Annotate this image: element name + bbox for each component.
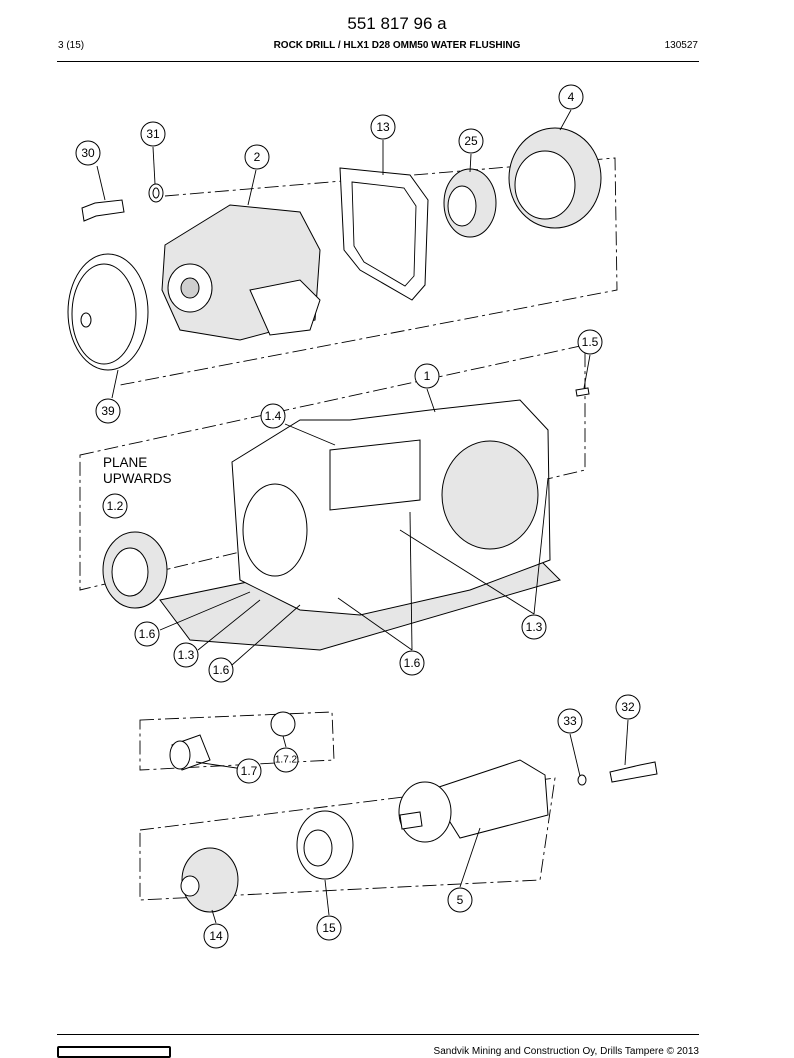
svg-text:14: 14 <box>209 929 223 943</box>
svg-text:1.4: 1.4 <box>265 409 282 423</box>
callout-1-4: 1.4 <box>260 403 286 429</box>
svg-text:1.7.2: 1.7.2 <box>275 755 298 766</box>
svg-text:31: 31 <box>146 127 160 141</box>
callout-2: 2 <box>244 144 270 170</box>
gear-bore <box>514 150 576 220</box>
callout-1-5: 1.5 <box>577 329 603 355</box>
svg-text:1.3: 1.3 <box>178 648 195 662</box>
callout-33: 33 <box>557 708 583 734</box>
callout-39: 39 <box>95 398 121 424</box>
callout-1-6-right: 1.6 <box>399 650 425 676</box>
svg-text:1.6: 1.6 <box>139 627 156 641</box>
motor-flange <box>398 781 452 843</box>
callout-30: 30 <box>75 140 101 166</box>
header-rule <box>57 61 699 62</box>
hydraulic-motor-part <box>429 759 549 839</box>
cradle-front-bore <box>242 483 308 577</box>
drive-gear-hub <box>180 875 200 897</box>
cover-hole <box>80 312 92 328</box>
svg-text:30: 30 <box>81 146 95 160</box>
callout-1-2: 1.2 <box>102 493 128 519</box>
gasket-part <box>339 167 429 301</box>
svg-text:1.6: 1.6 <box>213 663 230 677</box>
svg-text:13: 13 <box>376 120 390 134</box>
callout-13: 13 <box>370 114 396 140</box>
drive-gear-part <box>181 847 239 913</box>
screw-part <box>609 761 658 783</box>
spacer-bore <box>303 829 333 867</box>
small-washer-part <box>577 774 587 786</box>
svg-text:5: 5 <box>457 893 464 907</box>
sleeve-frame <box>139 711 335 771</box>
svg-text:1.6: 1.6 <box>404 656 421 670</box>
svg-text:1.7: 1.7 <box>241 764 258 778</box>
document-title: ROCK DRILL / HLX1 D28 OMM50 WATER FLUSHI… <box>273 40 521 51</box>
callout-25: 25 <box>458 128 484 154</box>
bushing-bore <box>111 547 149 597</box>
document-number: 551 817 96 a <box>347 14 447 33</box>
svg-text:1.3: 1.3 <box>526 620 543 634</box>
bolt-part <box>81 199 125 222</box>
cover-inner <box>71 263 137 365</box>
document-code: 130527 <box>664 40 698 51</box>
svg-text:1: 1 <box>424 369 431 383</box>
motor-shaft <box>399 811 423 830</box>
svg-text:15: 15 <box>322 921 336 935</box>
svg-text:1.5: 1.5 <box>582 335 599 349</box>
svg-text:25: 25 <box>464 134 478 148</box>
plane-label-line2: UPWARDS <box>103 471 172 486</box>
bearing-bore <box>447 185 477 227</box>
callout-1-7-2: 1.7.2 <box>273 747 299 773</box>
callout-1-6-left: 1.6 <box>134 621 160 647</box>
svg-text:39: 39 <box>101 404 115 418</box>
housing-fitting <box>249 279 321 336</box>
callout-15: 15 <box>316 915 342 941</box>
sandvik-logo <box>57 1046 171 1058</box>
leader-lines <box>96 109 629 924</box>
svg-text:4: 4 <box>568 90 575 104</box>
svg-text:32: 32 <box>621 700 635 714</box>
svg-text:2: 2 <box>254 150 261 164</box>
ring-part <box>270 711 296 737</box>
footer-copyright: Sandvik Mining and Construction Oy, Dril… <box>433 1046 699 1057</box>
callout-1-3-right: 1.3 <box>521 614 547 640</box>
callout-1-6-center: 1.6 <box>208 657 234 683</box>
callout-1-3-left: 1.3 <box>173 642 199 668</box>
plane-label-line1: PLANE <box>103 455 148 470</box>
cradle-rear-bore <box>441 440 539 550</box>
callout-1-7: 1.7 <box>236 758 262 784</box>
cradle-top-slot <box>329 439 421 511</box>
callout-1: 1 <box>414 363 440 389</box>
footer-rule <box>57 1034 699 1035</box>
callout-4: 4 <box>558 84 584 110</box>
pin-part <box>575 387 590 397</box>
callout-32: 32 <box>615 694 641 720</box>
housing-bore <box>180 277 200 299</box>
page-number: 3 (15) <box>58 40 85 51</box>
washer-hole <box>152 187 160 199</box>
callout-5: 5 <box>447 887 473 913</box>
callout-31: 31 <box>140 121 166 147</box>
sleeve-face <box>169 740 191 770</box>
callout-14: 14 <box>203 923 229 949</box>
svg-text:1.2: 1.2 <box>107 499 124 513</box>
gasket-inner <box>351 181 417 287</box>
svg-text:33: 33 <box>563 714 577 728</box>
plane-upwards-note: PLANE UPWARDS <box>103 455 172 487</box>
